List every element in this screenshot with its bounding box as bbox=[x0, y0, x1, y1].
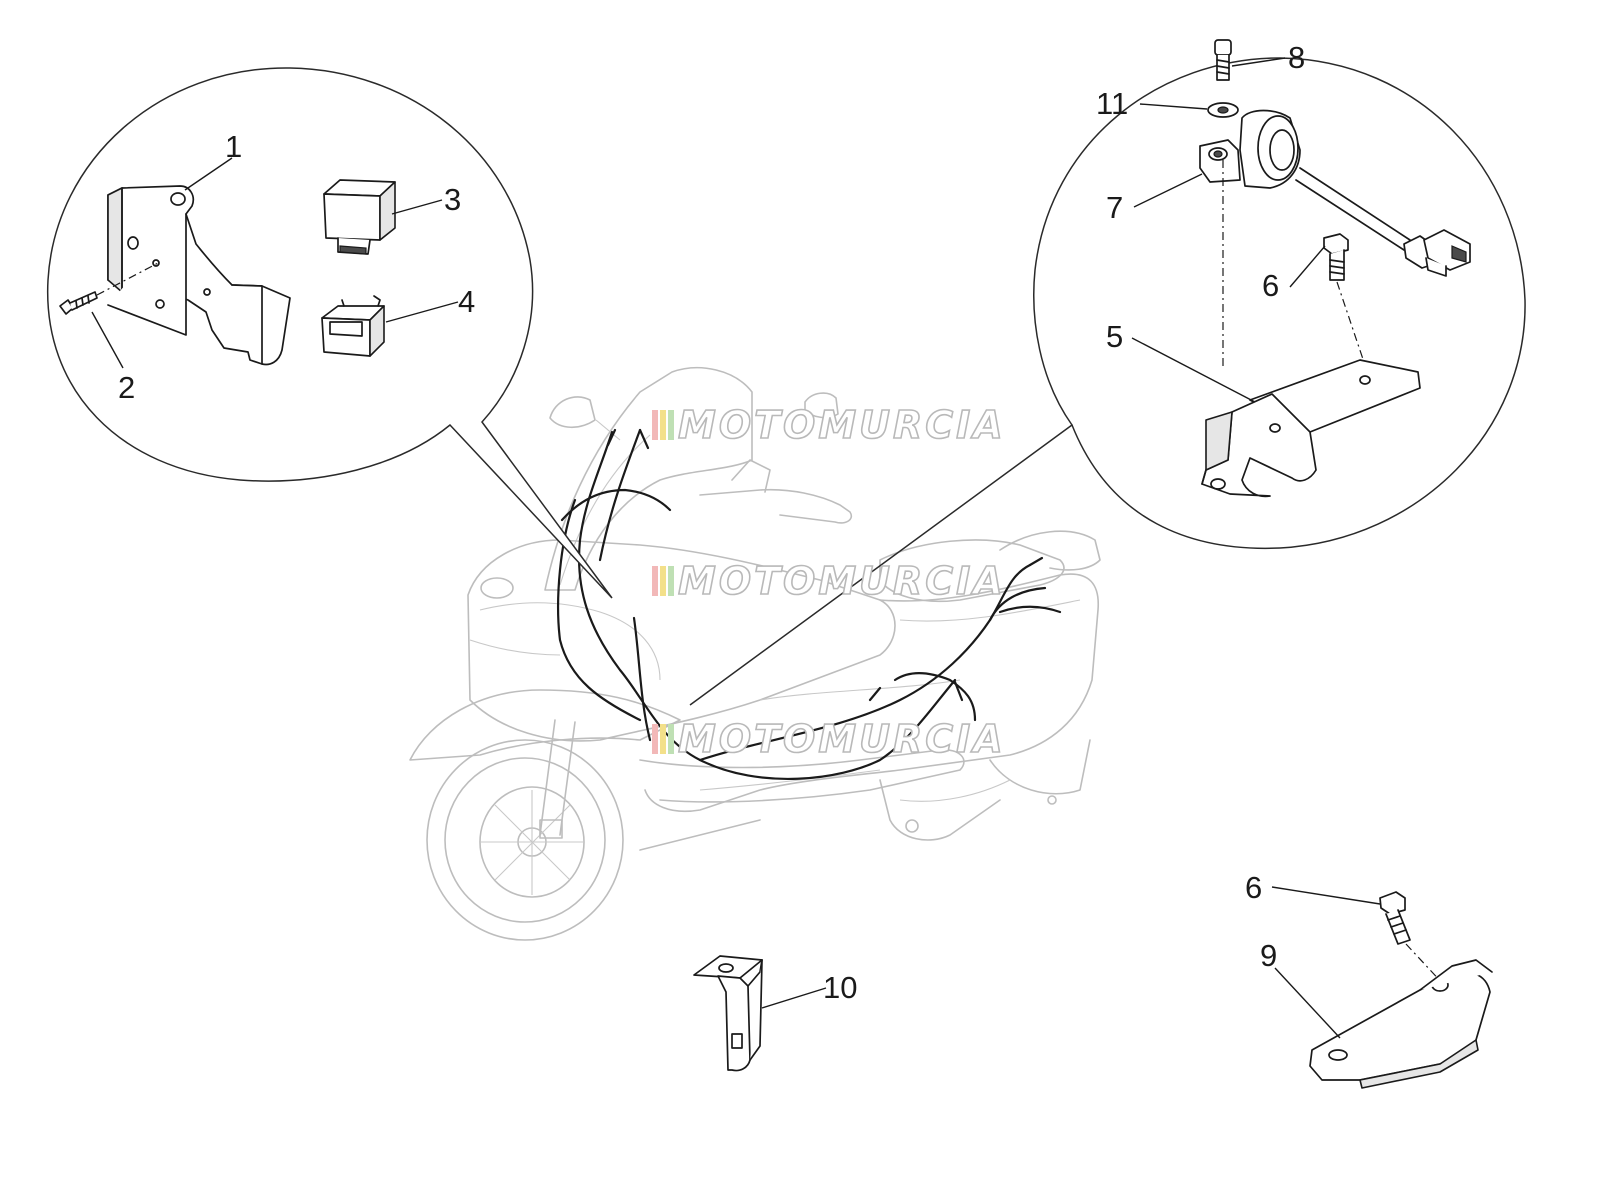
label-part-11: 11 bbox=[1096, 86, 1128, 121]
watermark-text: MOTOMURCIA bbox=[678, 559, 1006, 603]
part-3-relay bbox=[323, 179, 396, 255]
label-part-6-upper: 6 bbox=[1262, 268, 1279, 303]
part-4-holder bbox=[321, 295, 385, 357]
label-part-3: 3 bbox=[444, 182, 461, 217]
part-8-screw bbox=[1214, 39, 1232, 81]
part-11-washer bbox=[1207, 102, 1239, 118]
leader-lines bbox=[91, 57, 1381, 1039]
label-part-5: 5 bbox=[1106, 319, 1123, 354]
watermark-2: MOTOMURCIA bbox=[652, 558, 1006, 604]
part-labels: 1 2 3 4 5 6 6 7 8 9 10 11 bbox=[118, 40, 1305, 1005]
part-7-sensor bbox=[1199, 109, 1471, 277]
label-part-10: 10 bbox=[823, 970, 857, 1005]
scooter-outline bbox=[409, 366, 1101, 941]
right-callout-bubble bbox=[689, 57, 1526, 706]
watermark-3: MOTOMURCIA bbox=[652, 716, 1006, 762]
label-part-2: 2 bbox=[118, 370, 135, 405]
part-1-bracket bbox=[107, 185, 291, 366]
label-part-1: 1 bbox=[225, 129, 242, 164]
part-6-bolt-upper bbox=[1323, 233, 1371, 381]
part-5-bracket bbox=[1201, 359, 1421, 498]
label-part-6-lower: 6 bbox=[1245, 870, 1262, 905]
label-part-7: 7 bbox=[1106, 190, 1123, 225]
part-6-bolt-lower bbox=[1379, 891, 1445, 986]
watermark-text: MOTOMURCIA bbox=[678, 403, 1006, 447]
part-9-bracket bbox=[1309, 959, 1493, 1089]
label-part-8: 8 bbox=[1288, 40, 1305, 75]
watermark-1: MOTOMURCIA bbox=[652, 402, 1006, 448]
label-part-4: 4 bbox=[458, 284, 475, 319]
watermark-text: MOTOMURCIA bbox=[678, 717, 1006, 761]
label-part-9: 9 bbox=[1260, 938, 1277, 973]
part-2-screw bbox=[59, 261, 161, 315]
part-10-bracket bbox=[693, 955, 763, 1072]
